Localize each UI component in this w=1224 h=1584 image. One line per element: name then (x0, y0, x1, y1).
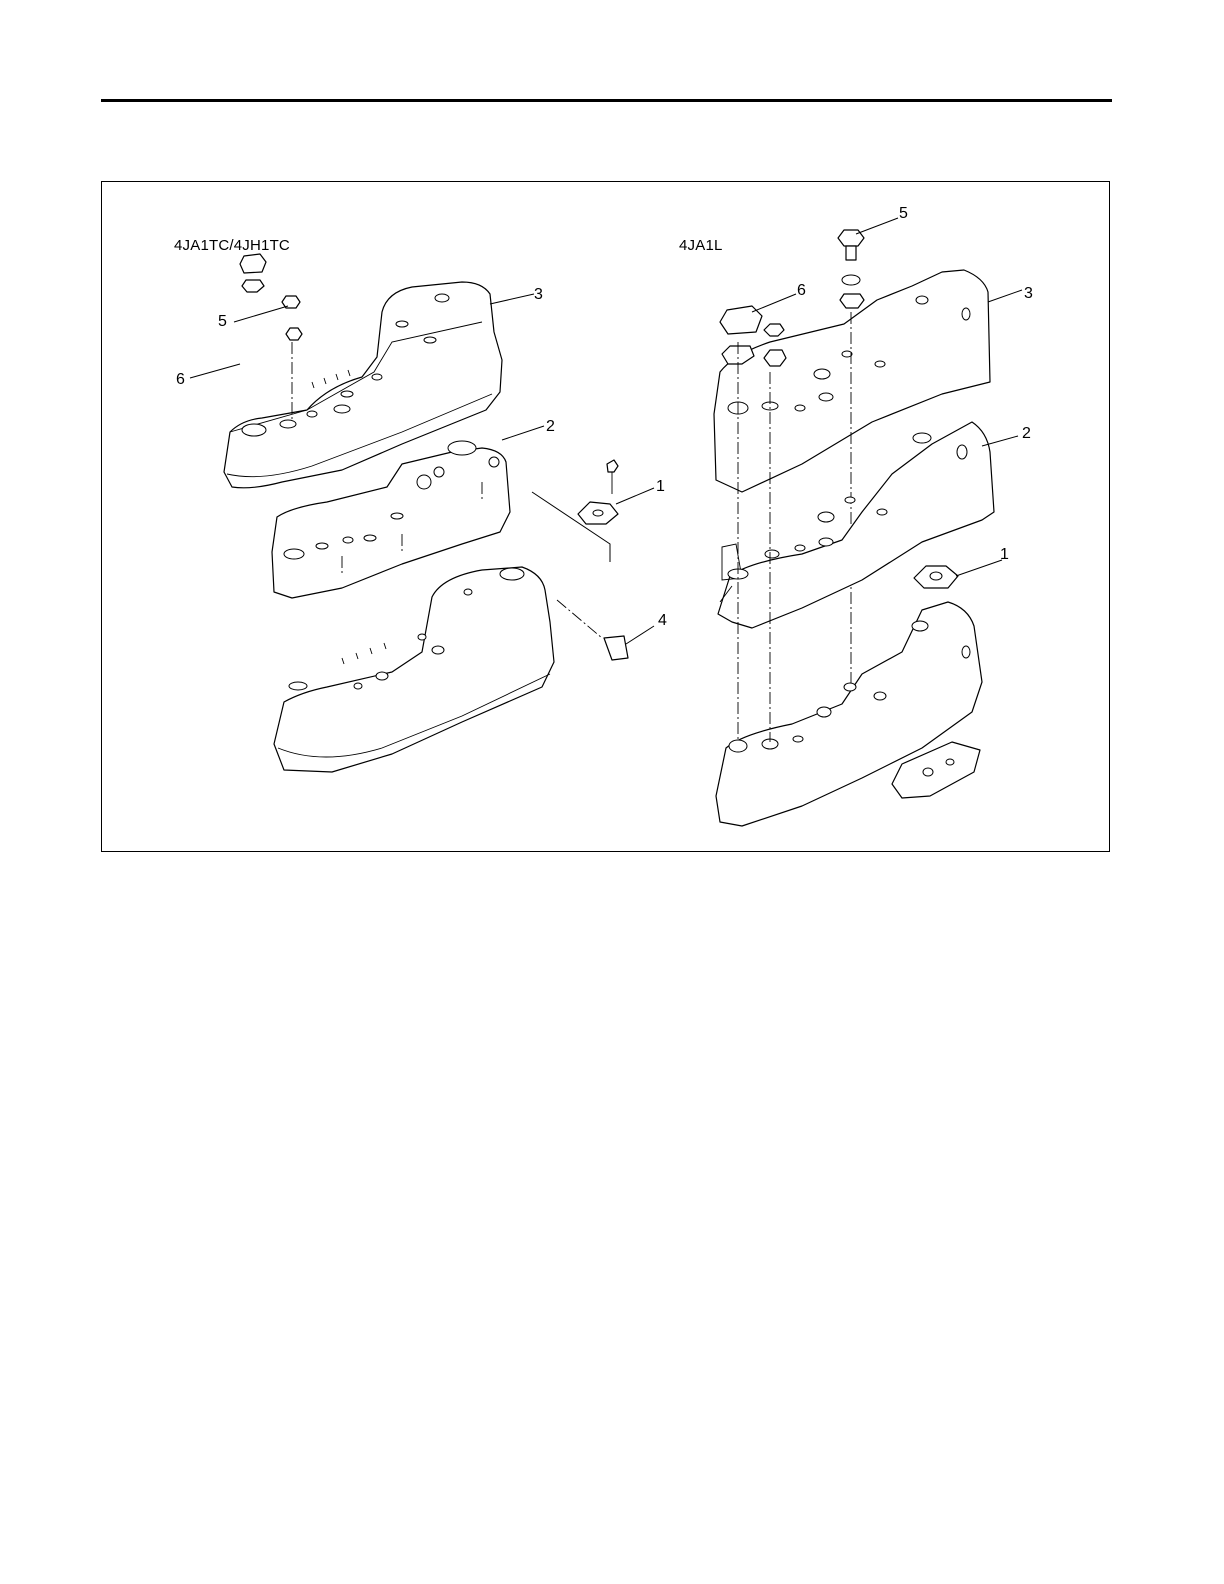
left-head-cover-lower (274, 567, 554, 772)
right-oil-filler-cap (720, 306, 786, 366)
left-pipe-fitting (557, 600, 628, 660)
callout-4-left: 4 (658, 612, 667, 630)
header-rule (101, 99, 1112, 102)
callout-5-right: 5 (899, 205, 908, 223)
callout-6-right: 6 (797, 282, 806, 300)
variant-label-4ja1tc-4jh1tc: 4JA1TC/4JH1TC (174, 237, 290, 254)
exploded-view-figure: 4JA1TC/4JH1TC 4JA1L 5 6 3 2 1 4 5 6 3 2 … (101, 181, 1110, 852)
callout-6-left: 6 (176, 371, 185, 389)
right-bolt (838, 230, 864, 702)
callout-5-left: 5 (218, 313, 227, 331)
left-breather-plate (532, 460, 618, 562)
callout-3-left: 3 (534, 286, 543, 304)
callout-1-right: 1 (1000, 546, 1009, 564)
variant-label-4ja1l: 4JA1L (679, 237, 723, 254)
cylinder-head-cover-drawing (102, 182, 1111, 853)
right-head-cover-lower (716, 602, 982, 826)
callout-1-left: 1 (656, 478, 665, 496)
callout-2-right: 2 (1022, 425, 1031, 443)
left-bolt (282, 296, 302, 422)
callout-3-right: 3 (1024, 285, 1033, 303)
left-oil-filler-cap (240, 254, 266, 292)
right-breather-plate (914, 566, 958, 588)
callout-2-left: 2 (546, 418, 555, 436)
